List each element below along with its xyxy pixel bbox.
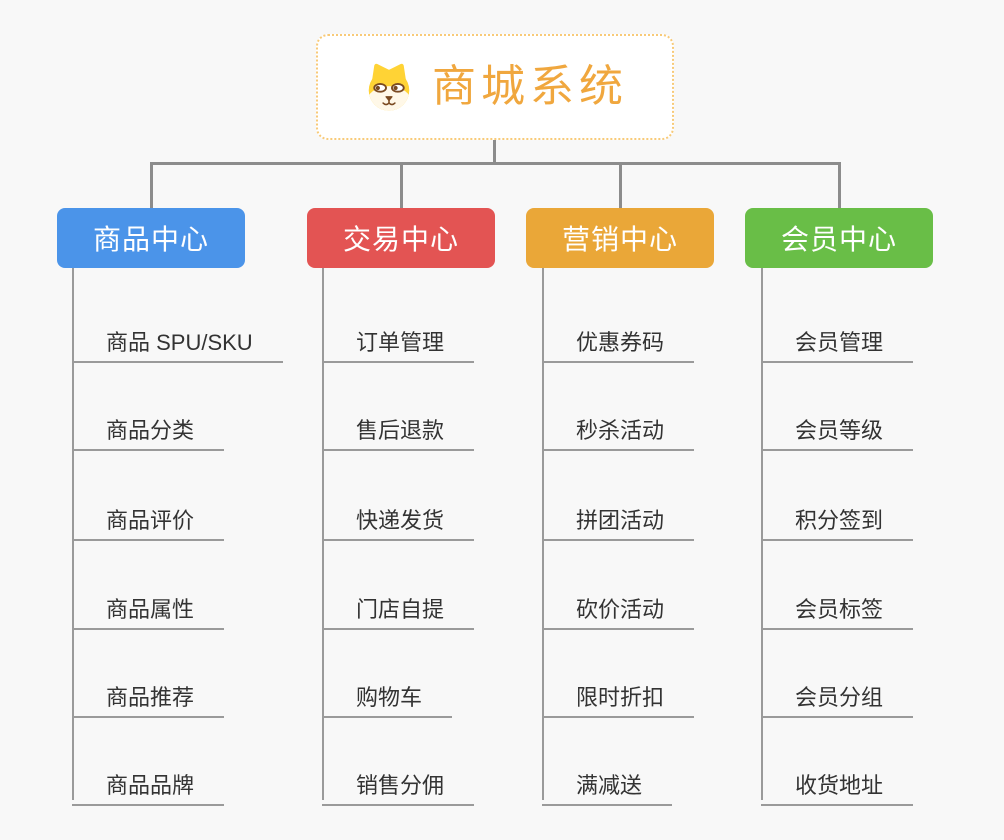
leaf-node[interactable]: 会员管理 — [761, 315, 914, 363]
branch-drop-line — [838, 162, 841, 208]
leaf-label: 售后退款 — [356, 417, 445, 443]
leaf-label: 拼团活动 — [576, 507, 665, 533]
branch-header-label: 商品中心 — [92, 224, 209, 255]
leaf-label: 满减送 — [576, 772, 643, 798]
branch-header-marketing-center[interactable]: 营销中心 — [526, 208, 714, 268]
leaf-label: 优惠券码 — [576, 329, 665, 355]
branch-trunk-line — [322, 268, 324, 800]
leaf-label: 商品 SPU/SKU — [106, 329, 253, 355]
leaf-node[interactable]: 秒杀活动 — [542, 403, 695, 451]
root-node-label: 商城系统 — [432, 62, 628, 111]
leaf-label: 砍价活动 — [576, 596, 665, 622]
leaf-label: 快递发货 — [356, 507, 445, 533]
branch-header-label: 交易中心 — [342, 224, 459, 255]
branch-header-label: 营销中心 — [561, 224, 678, 255]
leaf-node[interactable]: 会员分组 — [761, 670, 914, 718]
leaf-node[interactable]: 拼团活动 — [542, 493, 695, 541]
shiba-dog-icon — [368, 63, 410, 111]
leaf-label: 收货地址 — [795, 772, 884, 798]
leaf-node[interactable]: 订单管理 — [322, 315, 475, 363]
leaf-label: 商品推荐 — [106, 684, 195, 710]
root-node[interactable]: 商城系统 — [316, 34, 674, 140]
branch-trunk-line — [72, 268, 74, 800]
leaf-label: 会员标签 — [795, 596, 884, 622]
leaf-label: 门店自提 — [356, 596, 445, 622]
leaf-node[interactable]: 积分签到 — [761, 493, 914, 541]
leaf-label: 会员等级 — [795, 417, 884, 443]
leaf-label: 购物车 — [356, 684, 423, 710]
branch-trunk-line — [761, 268, 763, 800]
leaf-label: 商品属性 — [106, 596, 195, 622]
leaf-label: 商品品牌 — [106, 772, 195, 798]
branch-header-label: 会员中心 — [780, 224, 897, 255]
branch-drop-line — [619, 162, 622, 208]
leaf-node[interactable]: 购物车 — [322, 670, 453, 718]
leaf-label: 订单管理 — [356, 329, 445, 355]
leaf-node[interactable]: 商品属性 — [72, 582, 225, 630]
branch-drop-line — [150, 162, 153, 208]
leaf-node[interactable]: 销售分佣 — [322, 758, 475, 806]
branch-horizontal-line — [150, 162, 840, 165]
leaf-node[interactable]: 商品推荐 — [72, 670, 225, 718]
leaf-node[interactable]: 限时折扣 — [542, 670, 695, 718]
leaf-label: 商品分类 — [106, 417, 195, 443]
leaf-label: 积分签到 — [795, 507, 884, 533]
leaf-label: 商品评价 — [106, 507, 195, 533]
leaf-node[interactable]: 收货地址 — [761, 758, 914, 806]
leaf-node[interactable]: 商品分类 — [72, 403, 225, 451]
leaf-label: 会员分组 — [795, 684, 884, 710]
leaf-label: 限时折扣 — [576, 684, 665, 710]
leaf-node[interactable]: 商品 SPU/SKU — [72, 315, 283, 363]
leaf-node[interactable]: 砍价活动 — [542, 582, 695, 630]
leaf-label: 秒杀活动 — [576, 417, 665, 443]
branch-header-member-center[interactable]: 会员中心 — [745, 208, 933, 268]
leaf-node[interactable]: 会员等级 — [761, 403, 914, 451]
leaf-node[interactable]: 商品品牌 — [72, 758, 225, 806]
branch-trunk-line — [542, 268, 544, 800]
leaf-node[interactable]: 商品评价 — [72, 493, 225, 541]
branch-header-product-center[interactable]: 商品中心 — [57, 208, 245, 268]
leaf-label: 销售分佣 — [356, 772, 445, 798]
leaf-node[interactable]: 门店自提 — [322, 582, 475, 630]
leaf-node[interactable]: 快递发货 — [322, 493, 475, 541]
leaf-node[interactable]: 会员标签 — [761, 582, 914, 630]
leaf-node[interactable]: 满减送 — [542, 758, 673, 806]
leaf-label: 会员管理 — [795, 329, 884, 355]
leaf-node[interactable]: 优惠券码 — [542, 315, 695, 363]
root-stem-line — [493, 140, 496, 165]
leaf-node[interactable]: 售后退款 — [322, 403, 475, 451]
branch-header-trade-center[interactable]: 交易中心 — [307, 208, 495, 268]
branch-drop-line — [400, 162, 403, 208]
